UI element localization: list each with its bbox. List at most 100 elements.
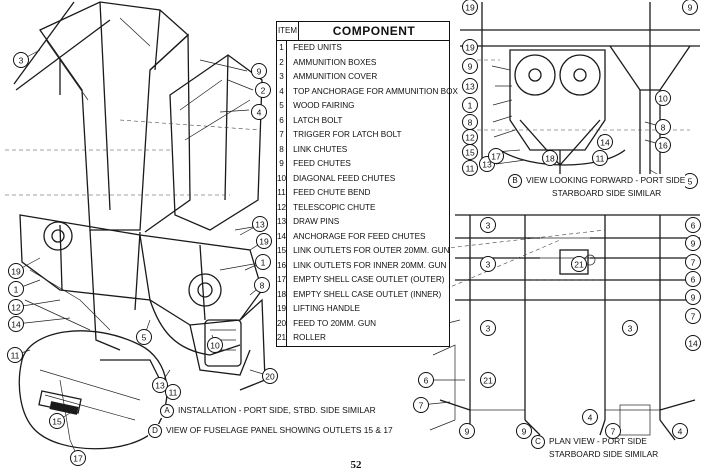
- callout-number: 19: [465, 3, 475, 13]
- callout-number: 7: [691, 258, 696, 268]
- callout-number: 19: [11, 267, 21, 277]
- callout-bubble: 3: [13, 52, 29, 68]
- table-component-name: DRAW PINS: [293, 217, 340, 227]
- callout-number: 7: [611, 427, 616, 437]
- callout-bubble: 8: [462, 114, 478, 130]
- table-item-number: 19: [277, 304, 287, 314]
- table-component-name: FEED UNITS: [293, 43, 342, 53]
- callout-bubble: 13: [152, 377, 168, 393]
- callout-circle: [256, 233, 272, 249]
- callout-number: 3: [628, 324, 633, 334]
- callout-bubble: 5: [136, 329, 152, 345]
- callout-number: 3: [19, 56, 24, 66]
- callout-bubble: 8: [655, 119, 671, 135]
- table-item-number: 13: [277, 217, 287, 227]
- callout-circle: [8, 316, 24, 332]
- callout-number: 11: [596, 154, 605, 164]
- callout-circle: [685, 217, 701, 233]
- table-item-number: 20: [277, 318, 287, 328]
- callout-circle: [8, 281, 24, 297]
- table-item-number: 21: [277, 333, 287, 343]
- callout-circle: [480, 217, 496, 233]
- callout-number: 1: [468, 101, 473, 111]
- plan-view: [419, 214, 700, 441]
- callout-number: 15: [52, 417, 62, 427]
- callout-number: 5: [142, 333, 147, 343]
- callout-bubble: 6: [418, 372, 434, 388]
- callout-bubble: 11: [7, 347, 23, 363]
- caption-line-2: STARBOARD SIDE SIMILAR: [549, 449, 659, 459]
- callout-circle: [462, 97, 478, 113]
- callout-bubble: 15: [49, 413, 65, 429]
- table-item-number: 3: [279, 72, 284, 82]
- callout-bubble: 6: [685, 271, 701, 287]
- callout-circle: [462, 58, 478, 74]
- callout-number: 19: [465, 43, 475, 53]
- callout-number: 10: [210, 341, 220, 351]
- callout-circle: [413, 397, 429, 413]
- callout-number: 14: [688, 339, 698, 349]
- callout-bubble: 9: [459, 423, 475, 439]
- callout-number: 13: [155, 381, 165, 391]
- callout-bubble: 7: [605, 423, 621, 439]
- callout-bubble: 3: [480, 320, 496, 336]
- caption-line-1: VIEW LOOKING FORWARD - PORT SIDE: [526, 175, 686, 186]
- table-item-number: 17: [277, 275, 287, 285]
- callout-circle: [207, 337, 223, 353]
- callout-bubble: 11: [592, 150, 608, 166]
- callout-number: 8: [260, 281, 265, 291]
- table-item-number: 9: [279, 159, 284, 169]
- callout-circle: [685, 289, 701, 305]
- table-component-name: DIAGONAL FEED CHUTES: [293, 173, 396, 183]
- callout-bubble: 9: [462, 58, 478, 74]
- callout-number: 17: [491, 152, 501, 162]
- callout-number: 12: [465, 133, 475, 143]
- callout-number: 4: [678, 427, 683, 437]
- callout-number: 3: [486, 221, 491, 231]
- callout-bubble: 9: [251, 63, 267, 79]
- callout-number: 13: [255, 220, 265, 230]
- caption-line-1: PLAN VIEW - PORT SIDE: [549, 436, 647, 447]
- table-component-name: FEED CHUTE BEND: [293, 188, 371, 198]
- callout-bubble: 21: [571, 256, 587, 272]
- callouts: 3924131918191121411510201311151719199131…: [7, 0, 701, 466]
- callout-bubble: 21: [480, 372, 496, 388]
- callout-bubble: 1: [255, 254, 271, 270]
- callout-bubble: 14: [8, 316, 24, 332]
- table-component-name: LINK OUTLETS FOR INNER 20MM. GUN: [293, 260, 447, 270]
- table-component-name: FEED CHUTES: [293, 159, 351, 169]
- callout-bubble: 13: [252, 216, 268, 232]
- callout-bubble: 16: [655, 137, 671, 153]
- caption-letter: D: [148, 424, 162, 438]
- table-component-name: TOP ANCHORAGE FOR AMMUNITION BOX: [293, 86, 458, 96]
- forward-view: [460, 2, 700, 190]
- callout-number: 7: [691, 312, 696, 322]
- callout-bubble: 2: [255, 82, 271, 98]
- callout-circle: [462, 160, 478, 176]
- callout-number: 7: [419, 401, 424, 411]
- table-component-name: AMMUNITION BOXES: [293, 57, 377, 67]
- callout-circle: [165, 384, 181, 400]
- callout-circle: [252, 216, 268, 232]
- callout-number: 11: [169, 388, 178, 398]
- callout-number: 21: [483, 376, 493, 386]
- callout-bubble: 7: [413, 397, 429, 413]
- callout-number: 9: [522, 427, 527, 437]
- callout-number: 13: [482, 160, 492, 170]
- table-item-number: 6: [279, 115, 284, 125]
- callout-bubble: 9: [685, 235, 701, 251]
- callout-number: 14: [11, 320, 21, 330]
- callout-circle: [685, 308, 701, 324]
- callout-circle: [655, 90, 671, 106]
- callout-number: 11: [466, 164, 475, 174]
- callout-bubble: 8: [254, 277, 270, 293]
- table-item-number: 11: [277, 188, 286, 198]
- table-component-name: WOOD FAIRING: [293, 101, 355, 111]
- callout-bubble: 9: [682, 0, 698, 15]
- callout-number: 15: [465, 148, 475, 158]
- callout-bubble: 3: [622, 320, 638, 336]
